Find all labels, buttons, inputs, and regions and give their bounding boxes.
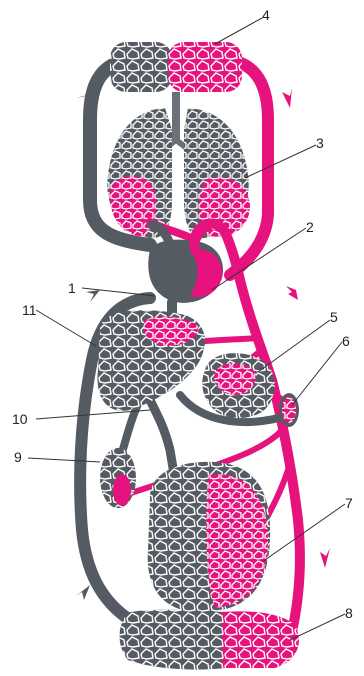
label-7: 7: [345, 495, 353, 511]
label-3: 3: [316, 135, 324, 151]
spleen: [100, 448, 136, 508]
lower-body-capillary-bed: [120, 610, 299, 670]
label-5: 5: [330, 309, 338, 325]
liver: [97, 310, 205, 411]
head-capillary-bed: [110, 42, 242, 92]
flow-arrow-icon: [282, 88, 292, 108]
label-2: 2: [306, 219, 314, 235]
kidney: [279, 393, 299, 427]
label-8: 8: [345, 605, 353, 621]
heart: [148, 224, 240, 303]
flow-arrow-icon: [76, 585, 90, 600]
flow-arrow-icon: [286, 286, 298, 300]
label-6: 6: [342, 333, 350, 349]
label-11: 11: [22, 302, 37, 318]
label-9: 9: [14, 449, 22, 465]
lungs: [107, 92, 250, 248]
stomach: [202, 353, 274, 418]
intestines: [148, 462, 270, 612]
flow-arrow-icon: [320, 548, 330, 568]
flow-arrow-icon: [86, 290, 100, 302]
label-10: 10: [12, 411, 28, 427]
label-1: 1: [68, 280, 76, 296]
label-4: 4: [262, 7, 270, 23]
